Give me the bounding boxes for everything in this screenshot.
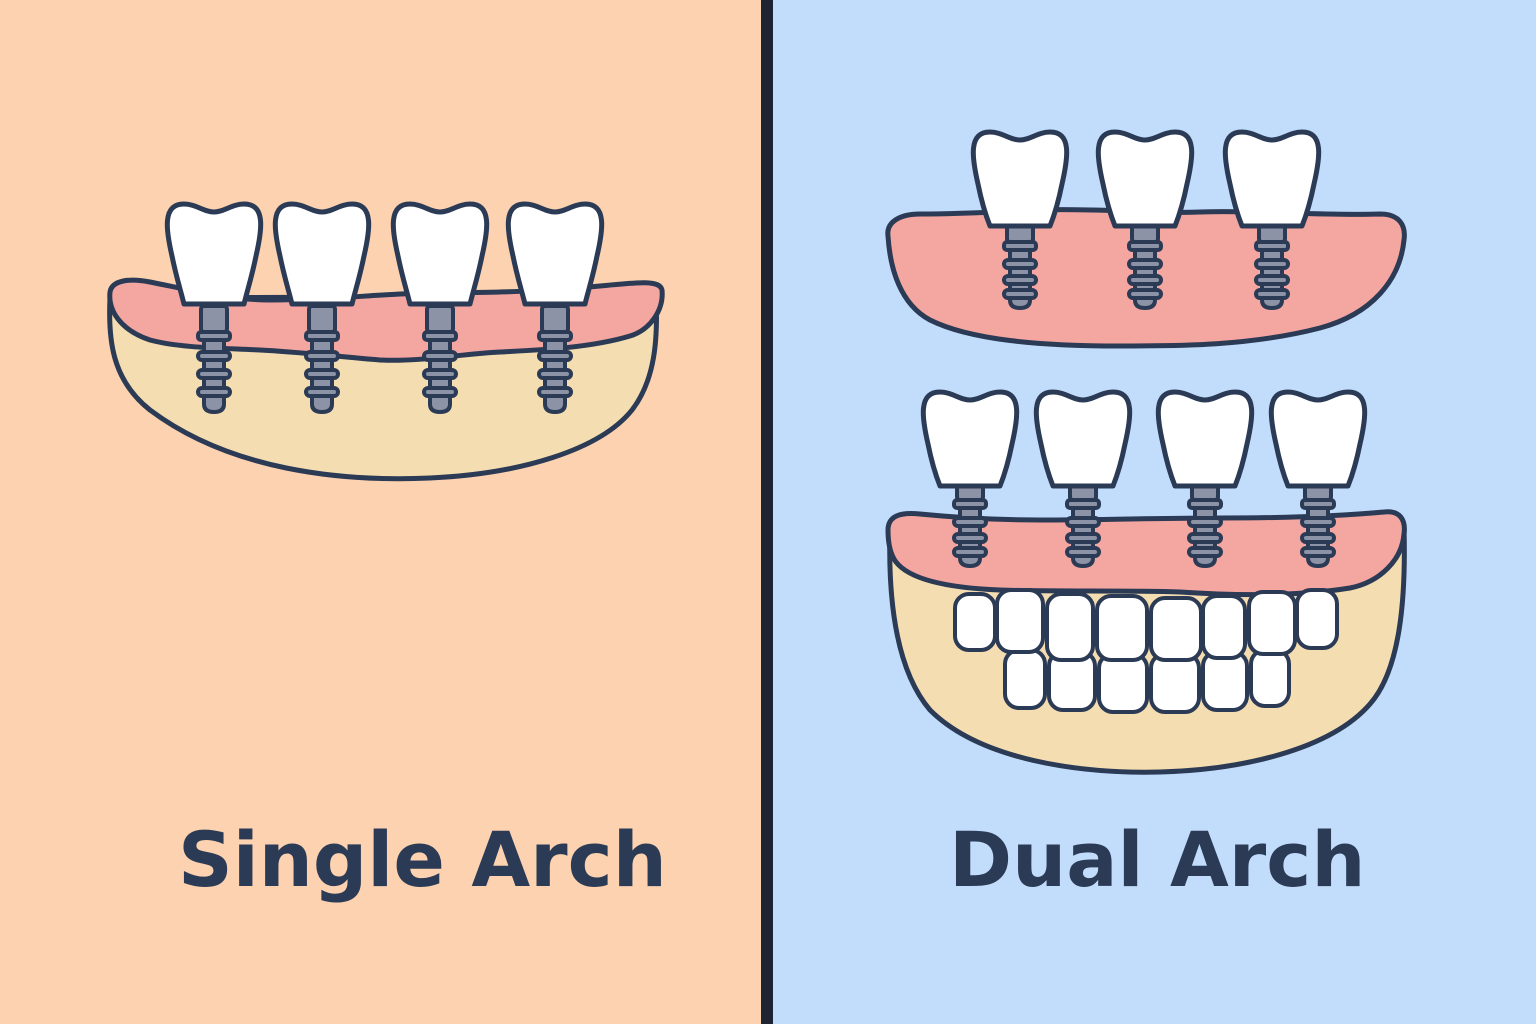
implant-screw-icon <box>304 304 340 414</box>
crown-tooth-icon <box>167 204 260 304</box>
crown-tooth-icon <box>1036 392 1129 486</box>
gum-icon <box>885 509 1407 598</box>
crown-tooth-icon <box>973 132 1066 226</box>
crown-tooth-icon <box>1271 392 1364 486</box>
dual-arch-illustration <box>773 0 1536 1024</box>
crown-tooth-icon <box>275 204 368 304</box>
dual-arch-panel: Dual Arch <box>773 0 1536 1024</box>
dual-arch-title: Dual Arch <box>949 815 1366 904</box>
single-arch-illustration <box>0 0 761 1024</box>
crown-tooth-icon <box>1225 132 1318 226</box>
implant-screw-icon <box>422 304 458 414</box>
crown-tooth-icon <box>393 204 486 304</box>
implant-screw-icon <box>1127 214 1163 310</box>
lower-teeth-icon <box>953 588 1339 714</box>
implant-screw-icon <box>537 304 573 414</box>
crown-group <box>973 132 1318 226</box>
single-arch-panel: Single Arch <box>0 0 761 1024</box>
implant-screw-icon <box>1002 214 1038 310</box>
implant-screw-icon <box>196 304 232 414</box>
crown-tooth-icon <box>1098 132 1191 226</box>
left-background <box>0 0 761 1024</box>
implant-screw-icon <box>1254 214 1290 310</box>
crown-tooth-icon <box>508 204 601 304</box>
single-arch-title: Single Arch <box>178 815 667 904</box>
panel-divider <box>761 0 773 1024</box>
crown-tooth-icon <box>923 392 1016 486</box>
crown-tooth-icon <box>1158 392 1251 486</box>
